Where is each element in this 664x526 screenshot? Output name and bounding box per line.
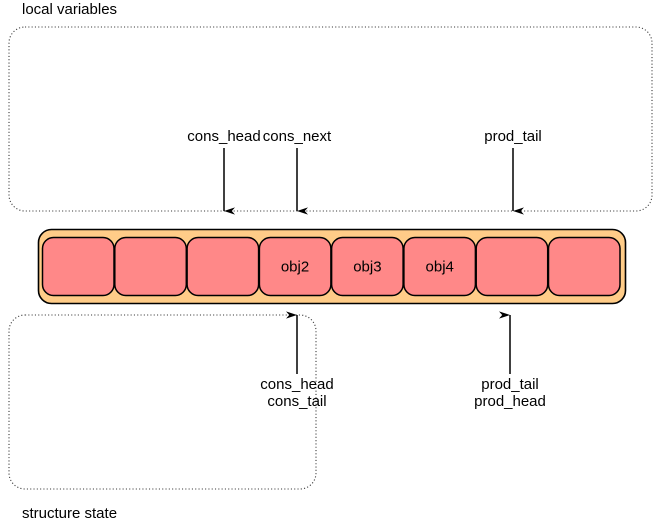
ring-buffer-cell[interactable] — [41, 236, 115, 297]
ring-buffer-cell[interactable] — [330, 236, 404, 297]
local-variables-region — [8, 26, 653, 212]
state-label-prod-tail: prod_tail — [481, 376, 539, 393]
state-label-cons-head: cons_head — [260, 376, 334, 393]
local-variable-arrows — [223, 148, 524, 215]
ring-buffer-cell[interactable] — [547, 236, 621, 297]
ring-buffer-cell[interactable] — [475, 236, 549, 297]
pointer-label-cons-next: cons_next — [262, 128, 332, 145]
ring-buffer-cell[interactable] — [114, 236, 188, 297]
ring-buffer-cell[interactable] — [403, 236, 477, 297]
pointer-label-cons-head: cons_head — [187, 128, 261, 145]
structure-state-region — [8, 314, 317, 490]
structure-state-title: structure state — [22, 505, 118, 522]
structure-state-arrows — [286, 311, 511, 374]
local-variables-title: local variables — [22, 1, 118, 18]
cell-label-obj3: obj3 — [353, 258, 382, 276]
ring-buffer-cell[interactable] — [186, 236, 260, 297]
cell-label-obj2: obj2 — [280, 258, 310, 276]
state-label-prod-head: prod_head — [474, 393, 546, 410]
ring-buffer-cells — [41, 236, 621, 297]
cell-label-obj4: obj4 — [425, 258, 454, 276]
state-label-cons-tail: cons_tail — [267, 393, 327, 410]
pointer-label-prod-tail: prod_tail — [484, 128, 542, 145]
